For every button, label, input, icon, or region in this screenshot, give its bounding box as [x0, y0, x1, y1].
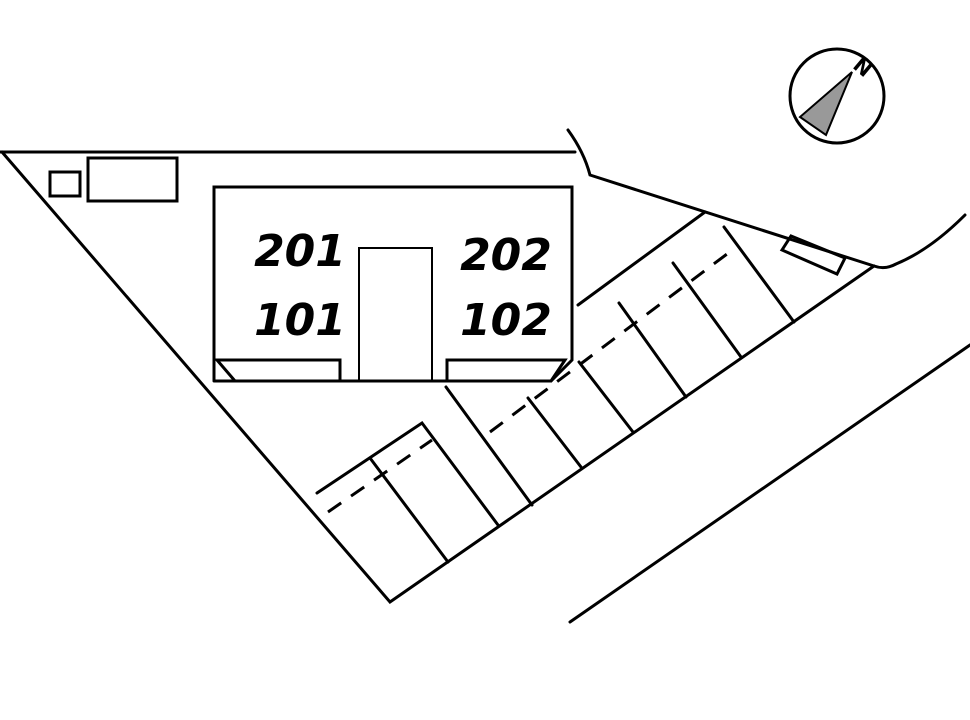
parking-divider	[671, 261, 743, 359]
compass-circle	[788, 47, 886, 145]
building: 201 202 101 102	[212, 185, 574, 383]
small-structure	[48, 170, 82, 198]
unit-201-label: 201	[254, 226, 346, 277]
small-structure-right	[779, 234, 848, 276]
parking-divider	[526, 396, 583, 469]
parking-divider	[577, 360, 635, 434]
storage-structure	[86, 156, 179, 203]
unit-202-label: 202	[460, 230, 552, 281]
road-edge	[568, 343, 970, 624]
balcony-right	[445, 358, 568, 383]
parking-back-line	[576, 210, 707, 307]
unit-101-label: 101	[254, 295, 346, 346]
parking-dashed-line	[489, 246, 736, 434]
parking-area	[315, 210, 848, 564]
parking-divider	[617, 301, 688, 399]
parking-divider	[444, 385, 534, 507]
north-label: N	[849, 53, 877, 82]
balcony-left	[213, 358, 342, 383]
north-arrow-icon	[798, 71, 853, 137]
parking-divider	[722, 225, 796, 324]
unit-102-label: 102	[460, 295, 552, 346]
lot-boundary	[0, 128, 967, 605]
parking-dashed-line	[327, 438, 433, 514]
north-compass: N	[788, 47, 886, 145]
entrance	[358, 247, 433, 382]
parking-back-line	[315, 420, 500, 527]
